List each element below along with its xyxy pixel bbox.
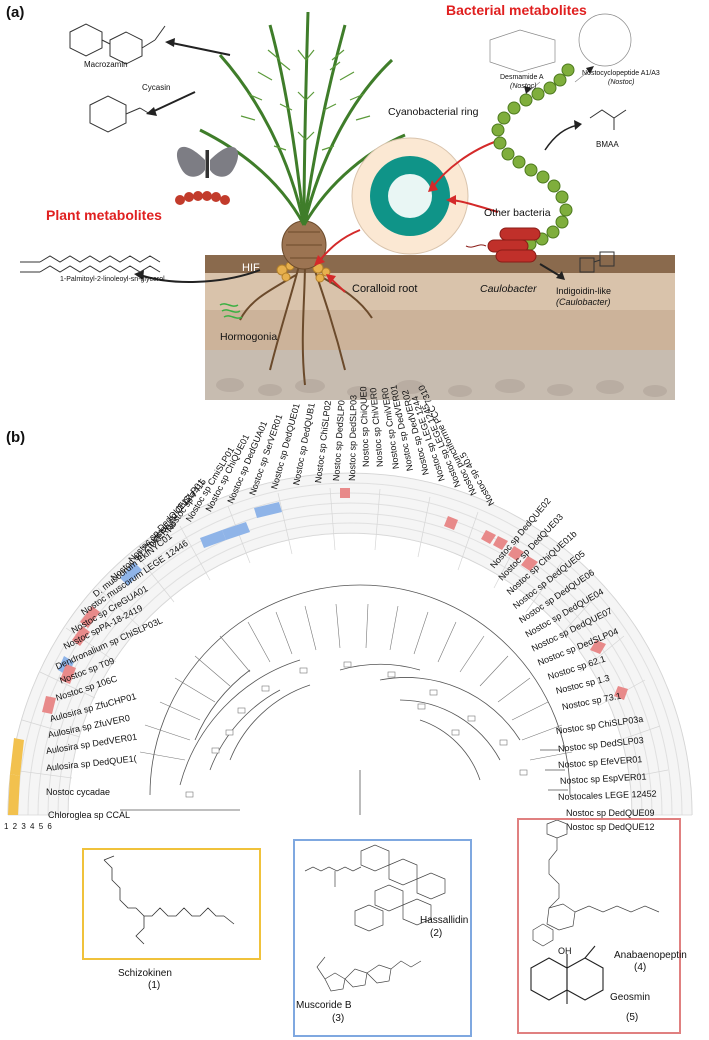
muscoride-number: (3) [332,1013,345,1024]
cyanobacterial-ring-label: Cyanobacterial ring [388,106,479,118]
taxon-label: Nostoc sp DedSLP03 [347,394,359,482]
schizokinen-label: Schizokinen [118,968,172,979]
panel-b-label: (b) [6,429,26,446]
schizokinen-number: (1) [148,980,161,991]
soil-topsoil [205,255,675,273]
bootstrap-boxes [185,661,528,798]
taxon-label: Nostoc sp DedQUE12 [566,822,655,832]
tree-branches [120,584,571,815]
anabaenopeptin-geosmin-box [517,818,681,1034]
taxon-label: Nostoc cycadae [46,787,111,797]
geosmin-oh-label: OH [558,946,572,956]
anabaenopeptin-label: Anabaenopeptin [614,950,687,961]
hassallidin-number: (2) [430,928,443,939]
palmitoyl-label: 1-Palmitoyl-2-linoleoyl-sn-glycerol [60,276,165,283]
nostocyclopeptide-source: (Nostoc) [608,79,635,86]
taxon-label: Chloroglea sp CCAL [48,810,131,820]
anabaenopeptin-number: (4) [634,962,647,973]
desmamide-label: Desmamide A [500,74,544,81]
indigoidin-label: Indigoidin-like [556,286,612,296]
hormogonia-label: Hormogonia [220,331,278,343]
hif-label: HIF [242,262,260,274]
ring-number-labels: 1 2 3 4 5 6 [4,822,53,831]
plant-metabolite-arrows [139,42,261,283]
anabaenopeptin-structure [530,819,660,1004]
plant-metabolites-title: Plant metabolites [46,207,162,223]
schizokinen-box [82,848,261,960]
geosmin-number: (5) [626,1012,639,1023]
cycasin-structure [89,95,151,133]
bmaa-structure [589,109,627,130]
schizokinen-structure [103,855,235,945]
hassallidin-structure [304,844,446,992]
muscoride-label: Muscoride B [296,1000,352,1011]
caulobacter-label: Caulobacter [480,283,537,295]
desmamide-source: (Nostoc) [510,83,537,90]
muscoride-structure [316,956,422,992]
indigoidin-structure [579,251,615,273]
peptide-structures [489,13,632,93]
soil-pebbles [216,378,667,398]
taxon-label: Nostoc sp DedQUE09 [566,808,655,818]
phylogenetic-tree [7,472,693,816]
cycasin-label: Cycasin [142,83,171,92]
tree-leaf-lines [139,603,573,761]
nostocyclopeptide-label: Nostocyclopeptide A1/A3 [582,70,660,77]
caulobacter-cells [487,227,541,263]
coralloid-root-label: Coralloid root [352,283,418,295]
cyanobacteria-chain [491,63,575,254]
geosmin-label: Geosmin [610,992,651,1003]
geosmin-structure [530,945,604,1004]
other-bacteria-label: Other bacteria [484,207,551,219]
palmitoyl-structure [20,255,161,273]
heatmap-yellow-cells [8,738,24,815]
macrozamin-label: Macrozamin [84,60,128,69]
panel-a-illustration [20,11,675,400]
caterpillar-icon [175,191,230,205]
cycad-leaflets [240,49,371,151]
butterfly-icon [176,146,239,178]
hormogonia-icon [219,303,243,319]
bacterial-metabolites-title: Bacterial metabolites [446,2,587,18]
hassallidin-label: Hassallidin [420,915,469,926]
heatmap-red-cells [42,488,628,714]
heatmap-grey-fill [8,473,692,815]
panel-a-label: (a) [6,4,25,21]
bmaa-label: BMAA [596,140,619,149]
macrozamin-structure [69,23,166,65]
indigoidin-source: (Caulobacter) [556,297,611,307]
